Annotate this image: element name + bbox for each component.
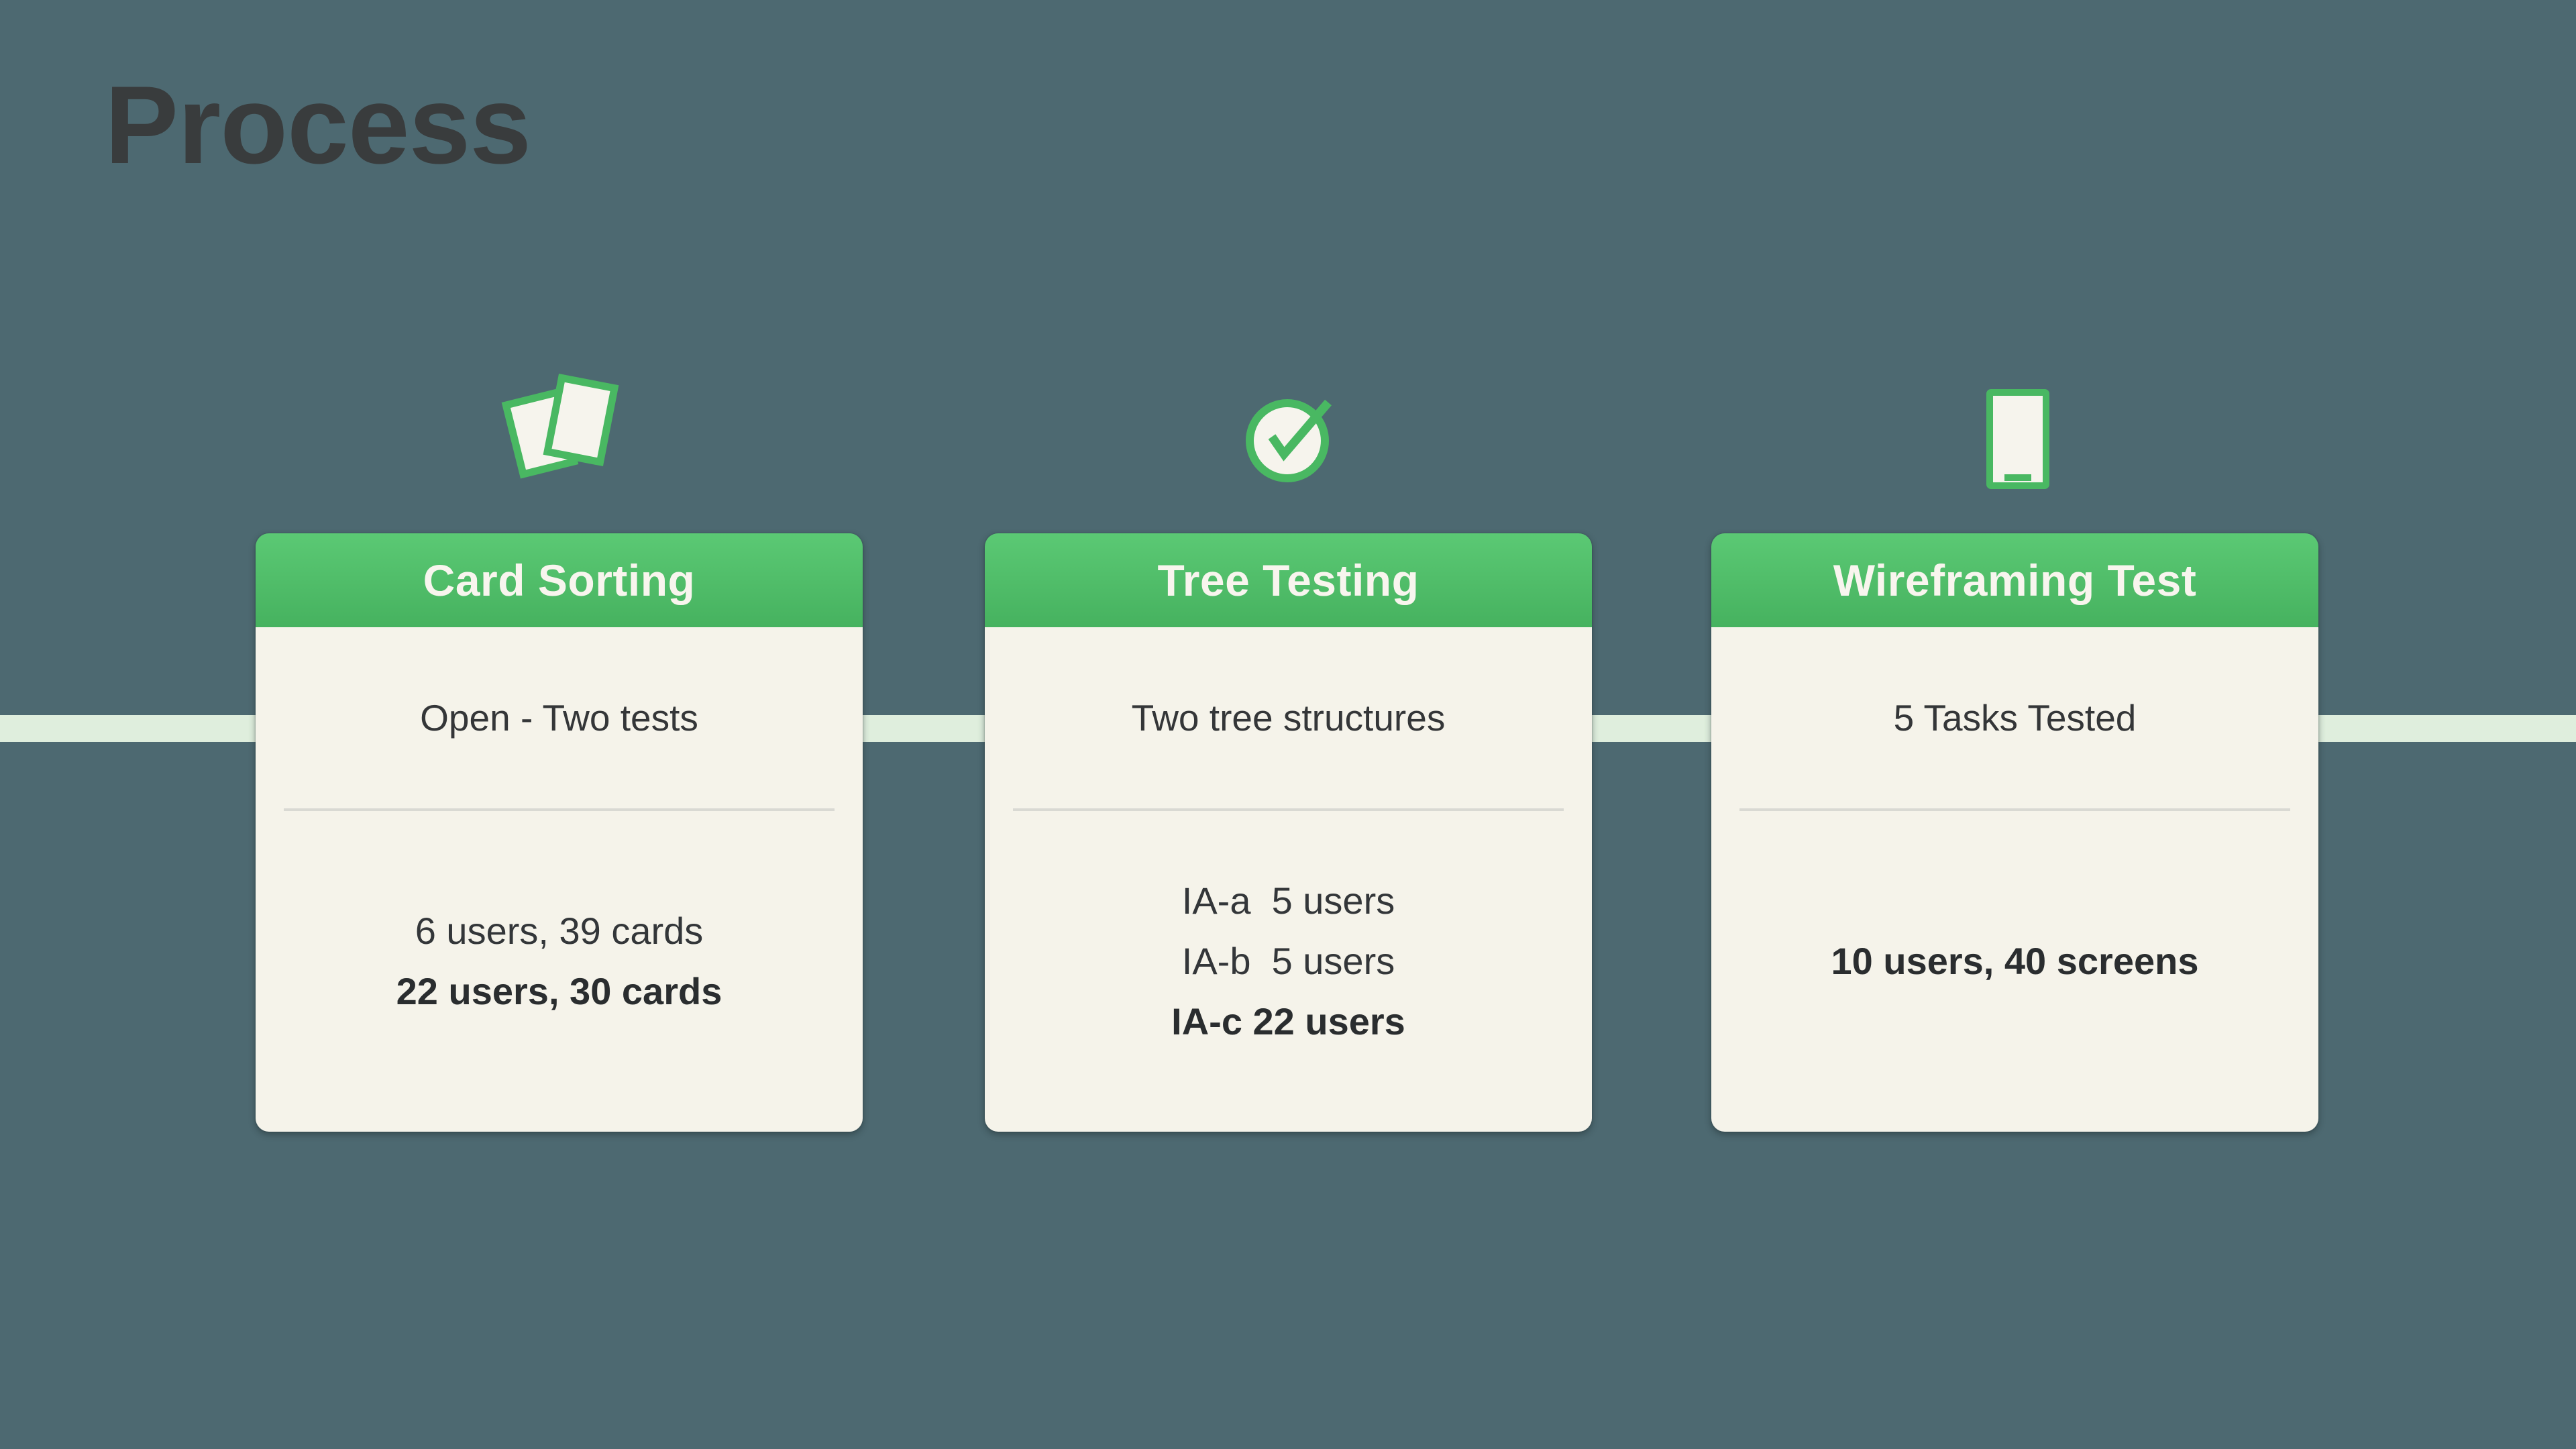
check-circle-icon <box>1246 399 1332 482</box>
stat-line-bold: 22 users, 30 cards <box>396 970 722 1012</box>
tree-testing-card: Tree Testing Two tree structures IA-a 5 … <box>985 533 1592 1132</box>
wireframing-test-card: Wireframing Test 5 Tasks Tested 10 users… <box>1711 533 2318 1132</box>
card-sorting-card: Card Sorting Open - Two tests 6 users, 3… <box>256 533 863 1132</box>
card-title: Card Sorting <box>423 555 696 605</box>
phone-icon <box>1986 389 2049 489</box>
card-stats: 6 users, 39 cards 22 users, 30 cards <box>256 811 863 1132</box>
card-sorting-icon <box>501 373 619 479</box>
stat-line-bold: 10 users, 40 screens <box>1831 940 2199 982</box>
card-stats: 10 users, 40 screens <box>1711 811 2318 1132</box>
card-stats: IA-a 5 users IA-b 5 users IA-c 22 users <box>985 811 1592 1132</box>
stat-line: 6 users, 39 cards <box>415 910 704 952</box>
divider <box>1739 808 2290 811</box>
card-body: Open - Two tests 6 users, 39 cards 22 us… <box>256 627 863 1132</box>
card-header: Wireframing Test <box>1711 533 2318 627</box>
card-header: Tree Testing <box>985 533 1592 627</box>
page-title: Process <box>105 63 531 186</box>
subtitle-area: Two tree structures <box>985 627 1592 808</box>
card-title: Tree Testing <box>1157 555 1419 605</box>
subtitle-area: 5 Tasks Tested <box>1711 627 2318 808</box>
card-subtitle: Open - Two tests <box>420 697 698 739</box>
card-header: Card Sorting <box>256 533 863 627</box>
stat-line: IA-a 5 users <box>1181 879 1395 922</box>
divider <box>284 808 835 811</box>
card-body: Two tree structures IA-a 5 users IA-b 5 … <box>985 627 1592 1132</box>
subtitle-area: Open - Two tests <box>256 627 863 808</box>
stat-line: IA-b 5 users <box>1181 940 1395 982</box>
divider <box>1013 808 1564 811</box>
card-subtitle: Two tree structures <box>1131 697 1446 739</box>
card-body: 5 Tasks Tested 10 users, 40 screens <box>1711 627 2318 1132</box>
card-subtitle: 5 Tasks Tested <box>1893 697 2137 739</box>
card-title: Wireframing Test <box>1833 555 2197 605</box>
stat-line-bold: IA-c 22 users <box>1171 1000 1405 1042</box>
